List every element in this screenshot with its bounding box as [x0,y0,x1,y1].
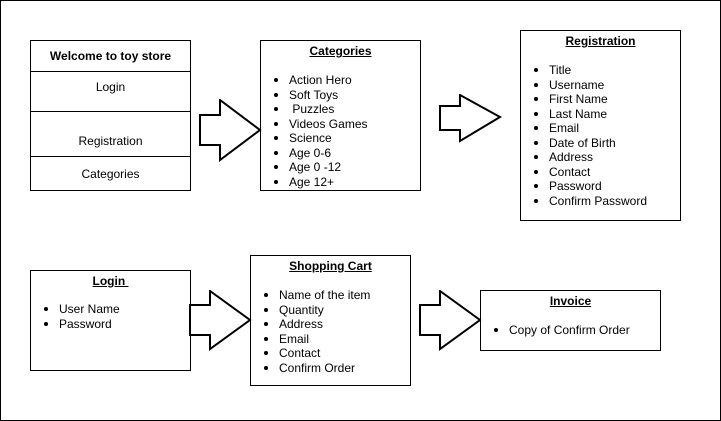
invoice-list: Copy of Confirm Order [481,323,660,338]
shopping-cart-list: Name of the item Quantity Address Email … [251,288,410,375]
list-item: Title [521,63,680,78]
list-item: Age 0 -12 [261,160,420,175]
list-item: Contact [521,165,680,180]
list-item: Soft Toys [261,88,420,103]
registration-title: Registration [565,34,636,48]
list-item: First Name [521,92,680,107]
login-title: Login [92,274,129,288]
list-item: Last Name [521,107,680,122]
right-arrow-icon [199,99,262,162]
menu-box: Welcome to toy store Login Registration … [30,40,191,191]
list-item: Videos Games [261,117,420,132]
right-arrow-icon [189,290,252,351]
invoice-title: Invoice [549,294,592,308]
list-item: Science [261,131,420,146]
shopping-cart-title: Shopping Cart [289,259,372,273]
list-item: Confirm Password [521,194,680,209]
list-item: Email [251,332,410,347]
list-item: Age 0-6 [261,146,420,161]
list-item: Quantity [251,303,410,318]
login-list: User Name Password [31,302,190,331]
list-item: Action Hero [261,73,420,88]
list-item: Copy of Confirm Order [481,323,660,338]
list-item: Address [251,317,410,332]
list-item: Password [521,179,680,194]
list-item: Password [31,317,190,332]
menu-item-categories[interactable]: Categories [31,156,190,190]
categories-title: Categories [309,44,372,58]
registration-box: Registration Title Username First Name L… [520,30,681,221]
menu-item-registration[interactable]: Registration [31,111,190,156]
menu-item-login[interactable]: Login [31,71,190,111]
invoice-box: Invoice Copy of Confirm Order [480,290,661,351]
list-item: User Name [31,302,190,317]
categories-box: Categories Action Hero Soft Toys Puzzles… [260,40,421,191]
menu-header: Welcome to toy store [49,49,172,63]
list-item: Address [521,150,680,165]
list-item: Date of Birth [521,136,680,151]
list-item: Age 12+ [261,175,420,190]
list-item: Confirm Order [251,361,410,376]
categories-list: Action Hero Soft Toys Puzzles Videos Gam… [261,73,420,189]
list-item: Puzzles [261,102,420,117]
list-item: Username [521,78,680,93]
login-box: Login User Name Password [30,270,191,371]
list-item: Name of the item [251,288,410,303]
right-arrow-icon [439,94,503,143]
list-item: Contact [251,346,410,361]
registration-list: Title Username First Name Last Name Emai… [521,63,680,208]
right-arrow-icon [419,290,482,351]
list-item: Email [521,121,680,136]
shopping-cart-box: Shopping Cart Name of the item Quantity … [250,255,411,386]
